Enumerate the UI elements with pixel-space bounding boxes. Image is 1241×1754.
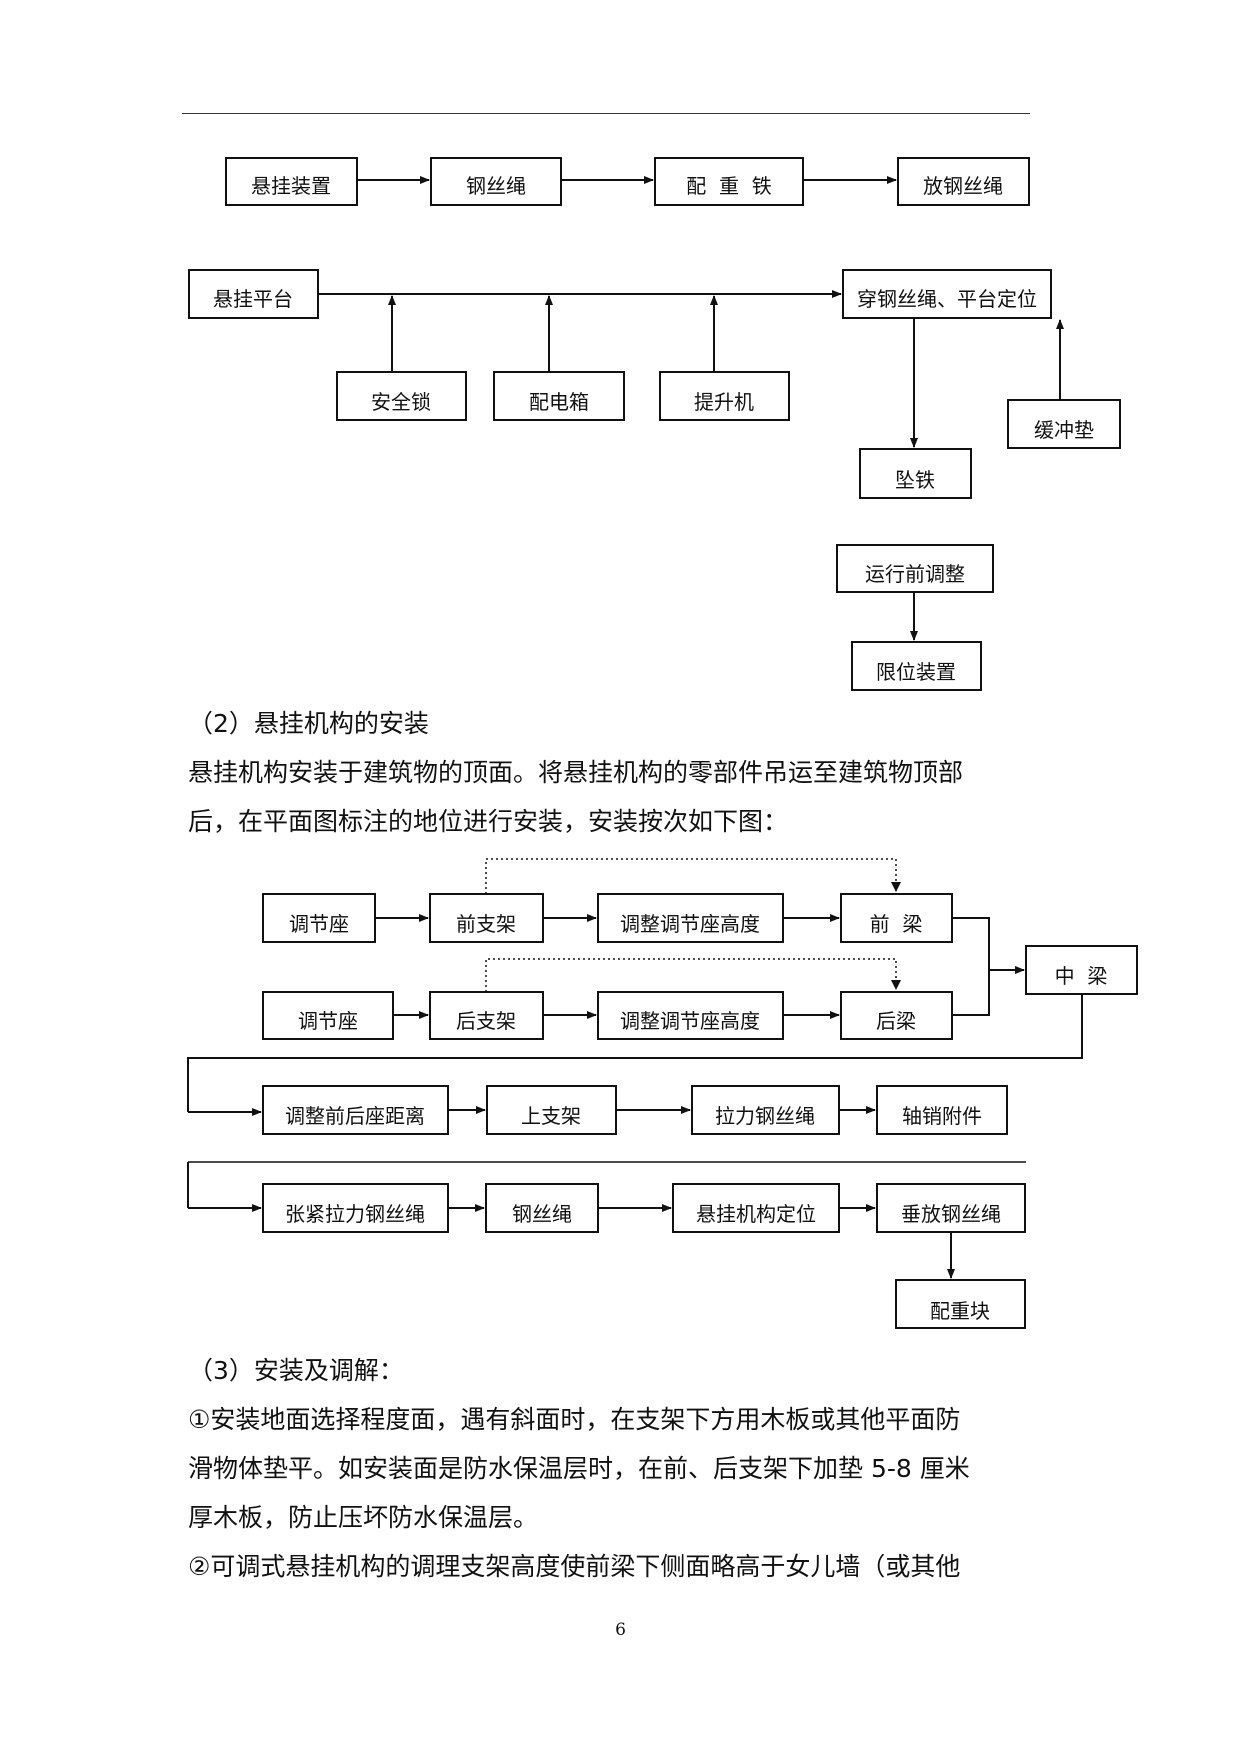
label-upper-bracket: 上支架 [521,1104,581,1128]
box-safety-lock [336,371,467,421]
page-number: 6 [615,1620,626,1640]
label-tension-rope: 拉力钢丝绳 [715,1104,815,1128]
box-suspension-device [225,157,358,206]
label-middle-beam: 中 梁 [1055,964,1108,988]
section2-line-2: 后，在平面图标注的地位进行安装，安装按次如下图： [188,807,789,836]
label-adjust-seat-height-2: 调整调节座高度 [620,1009,760,1033]
label-front-beam: 前 梁 [870,912,923,936]
label-lay-wire-rope: 放钢丝绳 [923,174,1003,198]
header-rule [182,113,1030,114]
section3-line-1: ①安装地面选择程度面，遇有斜面时，在支架下方用木板或其他平面防 [188,1405,961,1434]
box-lay-wire-rope [897,157,1030,206]
box-heavy-iron [859,448,972,499]
label-wire-rope-2: 钢丝绳 [512,1202,572,1226]
label-suspended-platform: 悬挂平台 [213,287,293,311]
section2-line-1: 悬挂机构安装于建筑物的顶面。将悬挂机构的零部件吊运至建筑物顶部 [188,758,964,787]
label-heavy-iron: 坠铁 [895,468,935,492]
label-buffer-pad: 缓冲垫 [1034,418,1094,442]
label-counterweight-block: 配重块 [930,1299,990,1323]
label-safety-lock: 安全锁 [371,390,431,414]
label-suspension-device: 悬挂装置 [251,174,331,198]
label-adjust-seat-1: 调节座 [289,912,349,936]
label-distribution-box: 配电箱 [529,390,589,414]
label-pin-fittings: 轴销附件 [902,1104,982,1128]
box-counterweight-block [895,1279,1026,1329]
label-hoist: 提升机 [694,390,754,414]
box-thread-rope-position [842,269,1052,319]
label-thread-rope-position: 穿钢丝绳、平台定位 [857,287,1037,311]
label-pre-run-adjust: 运行前调整 [865,562,965,586]
label-limit-device: 限位装置 [876,660,956,684]
label-tighten-tension-rope: 张紧拉力钢丝绳 [285,1202,425,1226]
label-rear-bracket: 后支架 [456,1009,516,1033]
box-limit-device [851,641,982,691]
label-rear-beam: 后梁 [876,1009,916,1033]
box-wire-rope-1 [430,157,562,206]
box-pin-fittings [876,1085,1008,1135]
section3-line-3: 厚木板，防止压坏防水保温层。 [188,1503,539,1532]
label-adjust-distance: 调整前后座距离 [285,1104,425,1128]
section3-heading: （3）安装及调解： [188,1356,404,1385]
box-hoist [659,371,790,421]
label-drop-wire-rope: 垂放钢丝绳 [901,1202,1001,1226]
section2-heading: （2）悬挂机构的安装 [188,709,429,738]
label-mechanism-position: 悬挂机构定位 [696,1202,816,1226]
section3-line-4: ②可调式悬挂机构的调理支架高度使前梁下侧面略高于女儿墙（或其他 [188,1552,961,1581]
box-counterweight-iron [654,157,804,206]
box-buffer-pad [1007,399,1121,449]
box-distribution-box [493,371,625,421]
label-adjust-seat-height-1: 调整调节座高度 [620,912,760,936]
label-front-bracket: 前支架 [456,912,516,936]
label-counterweight-iron: 配 重 铁 [686,174,771,198]
section3-line-2: 滑物体垫平。如安装面是防水保温层时，在前、后支架下加垫 5-8 厘米 [188,1454,970,1483]
label-wire-rope-1: 钢丝绳 [466,174,526,198]
label-adjust-seat-2: 调节座 [298,1009,358,1033]
